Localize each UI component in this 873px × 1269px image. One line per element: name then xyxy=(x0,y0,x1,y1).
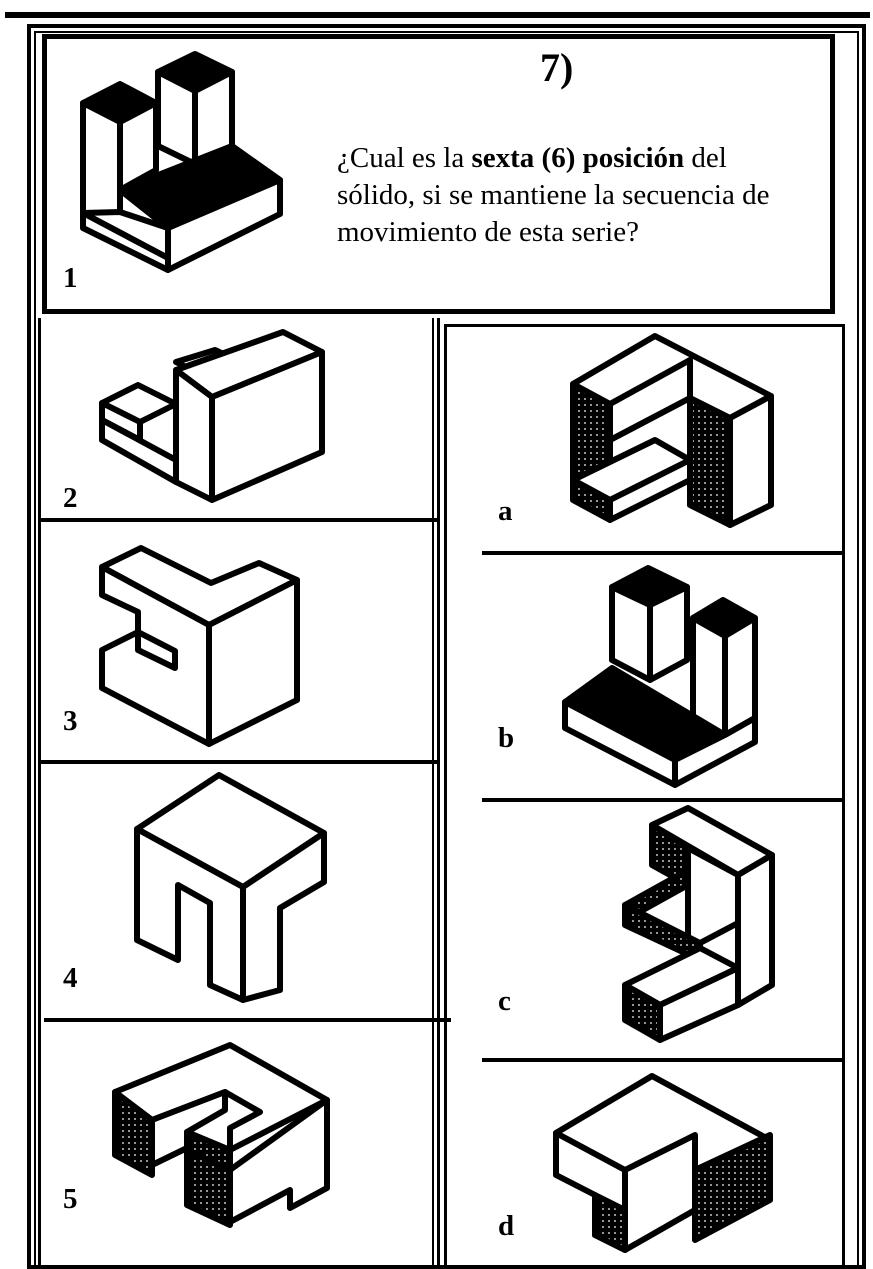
option-d-solid-icon[interactable] xyxy=(0,0,873,1269)
